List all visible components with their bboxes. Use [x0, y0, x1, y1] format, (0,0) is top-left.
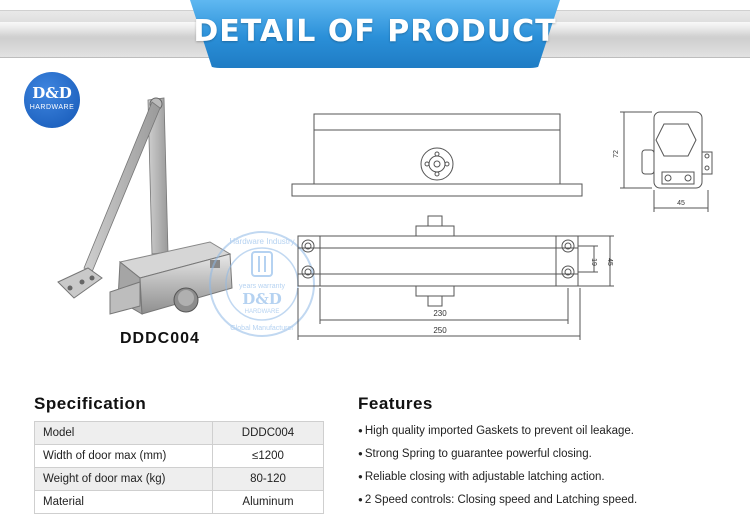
dim-45-horizontal: 45: [677, 200, 685, 207]
watermark-ring-left: years warranty: [239, 283, 285, 290]
front-elevation-drawing: [291, 113, 583, 197]
watermark-ring-top: Hardware Industry: [229, 237, 294, 246]
table-row: Model DDDC004: [34, 421, 324, 445]
spec-value: ≤1200: [212, 444, 324, 468]
logo-text: D&D: [32, 84, 72, 102]
spec-label: Model: [34, 421, 213, 445]
model-label: DDDC004: [120, 330, 200, 347]
table-row: Width of door max (mm) ≤1200: [34, 444, 324, 468]
banner-tab: [190, 0, 560, 68]
list-item: Strong Spring to guarantee powerful clos…: [358, 446, 637, 469]
spec-label: Material: [34, 490, 213, 514]
door-closer-photo: [57, 97, 233, 315]
specification-title: Specification: [34, 394, 147, 413]
top-view-drawing: 230 250 19 45: [297, 215, 614, 340]
list-item: 2 Speed controls: Closing speed and Latc…: [358, 492, 637, 515]
dim-250: 250: [433, 326, 447, 335]
spec-label: Width of door max (mm): [34, 444, 213, 468]
banner-title: DETAIL OF PRODUCT: [193, 14, 557, 49]
watermark-ring-bottom: Global Manufacturer: [230, 325, 294, 332]
dim-19: 19: [590, 258, 597, 266]
watermark-brand-sub: HARDWARE: [245, 309, 280, 315]
side-view-drawing: 72 45: [613, 111, 713, 212]
list-item: Reliable closing with adjustable latchin…: [358, 469, 637, 492]
list-item: High quality imported Gaskets to prevent…: [358, 423, 637, 446]
specification-table: Model DDDC004 Width of door max (mm) ≤12…: [34, 421, 324, 514]
spec-value: Aluminum: [212, 490, 324, 514]
features-title: Features: [358, 394, 433, 413]
dim-72: 72: [613, 150, 620, 158]
dim-230: 230: [433, 309, 447, 318]
features-list: High quality imported Gaskets to prevent…: [358, 423, 637, 515]
table-row: Material Aluminum: [34, 490, 324, 514]
watermark-seal: Hardware Industry years warranty D&D HAR…: [209, 231, 315, 337]
logo-subtext: HARDWARE: [29, 104, 75, 111]
spec-label: Weight of door max (kg): [34, 467, 213, 491]
table-row: Weight of door max (kg) 80-120: [34, 467, 324, 491]
brand-logo: D&D HARDWARE: [24, 72, 80, 128]
spec-value: DDDC004: [212, 421, 324, 445]
dim-45-vertical: 45: [606, 258, 613, 266]
spec-value: 80-120: [212, 467, 324, 491]
watermark-brand: D&D: [242, 290, 282, 308]
